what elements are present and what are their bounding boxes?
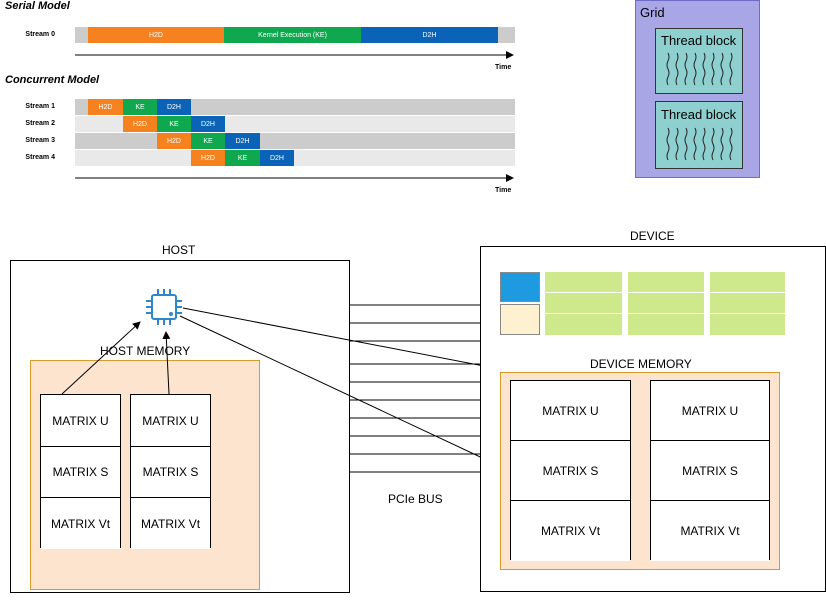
host-matrix-stack-1: MATRIX U MATRIX S MATRIX Vt — [40, 394, 121, 549]
thread-block-1: Thread block — [655, 28, 743, 94]
serial-ke-segment: Kernel Execution (KE) — [224, 27, 361, 43]
gpu-cache-unit — [500, 304, 540, 335]
host-matrix-stack-2: MATRIX U MATRIX S MATRIX Vt — [130, 394, 211, 549]
gpu-control-unit — [500, 272, 540, 302]
device-matrix-stack-1: MATRIX U MATRIX S MATRIX Vt — [510, 380, 631, 561]
device-matrix-s-1: MATRIX S — [511, 441, 630, 501]
stream-3-ke: KE — [191, 133, 225, 149]
host-matrix-vt-1: MATRIX Vt — [41, 498, 120, 549]
device-memory-title: DEVICE MEMORY — [590, 357, 692, 371]
serial-d2h-segment: D2H — [361, 27, 498, 43]
stream-0-label: Stream 0 — [25, 31, 55, 38]
device-matrix-stack-2: MATRIX U MATRIX S MATRIX Vt — [650, 380, 770, 561]
gpu-core-row-1 — [545, 292, 785, 293]
gpu-core-divider-1 — [622, 272, 628, 335]
thread-block-1-threads — [666, 52, 733, 86]
device-matrix-s-2: MATRIX S — [651, 441, 769, 501]
stream-3-h2d: H2D — [157, 133, 191, 149]
stream-3-bar: H2D KE D2H — [75, 133, 515, 149]
thread-block-2: Thread block — [655, 101, 743, 169]
pcie-bus-lines — [350, 304, 480, 473]
serial-time-label: Time — [495, 64, 512, 71]
thread-block-2-label: Thread block — [661, 107, 737, 122]
cpu-chip-graphic — [146, 289, 182, 325]
device-matrix-vt-2: MATRIX Vt — [651, 501, 769, 561]
serial-h2d-segment: H2D — [88, 27, 224, 43]
device-matrix-u-1: MATRIX U — [511, 381, 630, 441]
stream-4-ke: KE — [225, 150, 260, 166]
device-matrix-u-2: MATRIX U — [651, 381, 769, 441]
stream-2-label: Stream 2 — [25, 120, 55, 127]
host-matrix-u-2: MATRIX U — [131, 395, 210, 447]
thread-block-2-threads — [666, 127, 733, 161]
stream-3-label: Stream 3 — [25, 137, 55, 144]
stream-4-d2h: D2H — [260, 150, 294, 166]
concurrent-model-title: Concurrent Model — [5, 74, 100, 86]
grid-container: Grid Thread block Thread block — [635, 0, 760, 178]
stream-1-label: Stream 1 — [25, 103, 55, 110]
stream-4-h2d: H2D — [191, 150, 225, 166]
stream-4-label: Stream 4 — [25, 154, 55, 161]
stream-1-ke: KE — [123, 99, 157, 115]
stream-2-d2h: D2H — [191, 116, 225, 132]
cpu-chip-icon — [144, 287, 184, 327]
stream-1-h2d: H2D — [88, 99, 123, 115]
host-matrix-s-2: MATRIX S — [131, 447, 210, 498]
grid-title: Grid — [640, 5, 665, 20]
stream-2-bar: H2D KE D2H — [75, 116, 515, 132]
pcie-bus-label: PCIe BUS — [388, 492, 443, 506]
stream-0-bar: H2D Kernel Execution (KE) D2H — [75, 27, 515, 43]
device-title: DEVICE — [630, 229, 675, 243]
stream-3-d2h: D2H — [225, 133, 260, 149]
serial-model-title: Serial Model — [5, 0, 70, 12]
stream-1-bar: H2D KE D2H — [75, 99, 515, 115]
gpu-core-array — [545, 272, 785, 335]
concurrent-time-label: Time — [495, 187, 512, 194]
stream-2-h2d: H2D — [123, 116, 157, 132]
host-memory-title: HOST MEMORY — [100, 344, 191, 358]
host-matrix-u-1: MATRIX U — [41, 395, 120, 447]
thread-block-1-label: Thread block — [661, 33, 737, 48]
stream-2-ke: KE — [157, 116, 191, 132]
device-matrix-vt-1: MATRIX Vt — [511, 501, 630, 561]
stream-4-bar: H2D KE D2H — [75, 150, 515, 166]
gpu-core-divider-2 — [704, 272, 710, 335]
host-title: HOST — [162, 243, 196, 257]
gpu-processor — [500, 272, 785, 335]
stream-1-d2h: D2H — [157, 99, 191, 115]
gpu-core-row-2 — [545, 313, 785, 314]
host-matrix-vt-2: MATRIX Vt — [131, 498, 210, 549]
host-matrix-s-1: MATRIX S — [41, 447, 120, 498]
